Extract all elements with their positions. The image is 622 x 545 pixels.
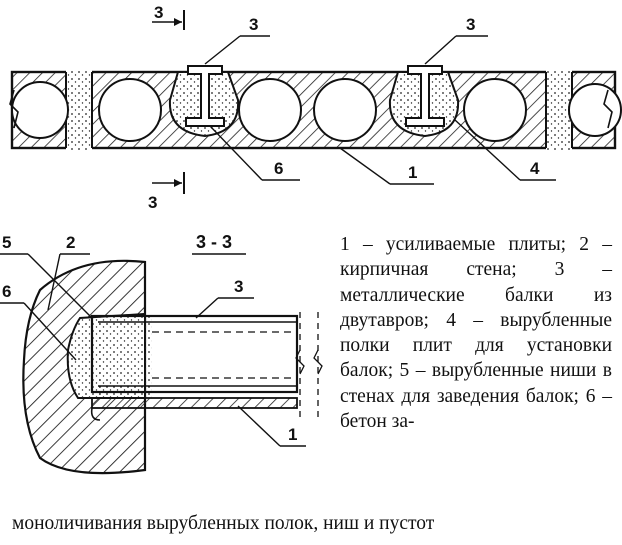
section-3-3: 3 - 3 5 2 6 3: [0, 232, 323, 475]
concrete-fill: [98, 314, 152, 398]
hollow-core: [238, 78, 302, 142]
break-mark-left: [9, 89, 19, 129]
hollow-cores: [11, 78, 622, 142]
label-shelf: 4: [530, 159, 540, 178]
hollow-core: [463, 78, 527, 142]
label-wall: 2: [66, 233, 75, 252]
label-beam-left: 3: [249, 15, 258, 34]
label-slab-section: 1: [288, 425, 297, 444]
section-title: 3 - 3: [196, 232, 232, 252]
section-mark-bottom: 3: [148, 193, 157, 212]
beam-pocket-left: [168, 65, 240, 138]
label-concrete-section: 6: [2, 282, 11, 301]
i-beam: [185, 65, 225, 127]
legend-text-tail: моноличивания вырубленных полок, ниш и п…: [12, 513, 435, 534]
beam-pocket-right: [388, 65, 460, 138]
label-slab-top: 1: [408, 163, 417, 182]
hollow-core: [568, 83, 622, 137]
hollow-core: [98, 78, 162, 142]
label-beam-section: 3: [234, 277, 243, 296]
legend-text: 1 – усиливаемые плиты; 2 – кирпичная сте…: [340, 234, 612, 433]
slab-section: [91, 397, 298, 409]
section-mark-top: 3: [154, 3, 163, 22]
label-beam-right: 3: [466, 15, 475, 34]
label-niche: 5: [2, 233, 11, 252]
i-beam: [405, 65, 445, 127]
label-concrete-top: 6: [274, 159, 283, 178]
slab-cross-section: 3 3 3 3 6 1 4: [9, 3, 622, 212]
hollow-core: [11, 81, 69, 139]
beam-section: [90, 314, 299, 394]
hollow-core: [313, 78, 377, 142]
break-mark-right: [603, 89, 613, 129]
